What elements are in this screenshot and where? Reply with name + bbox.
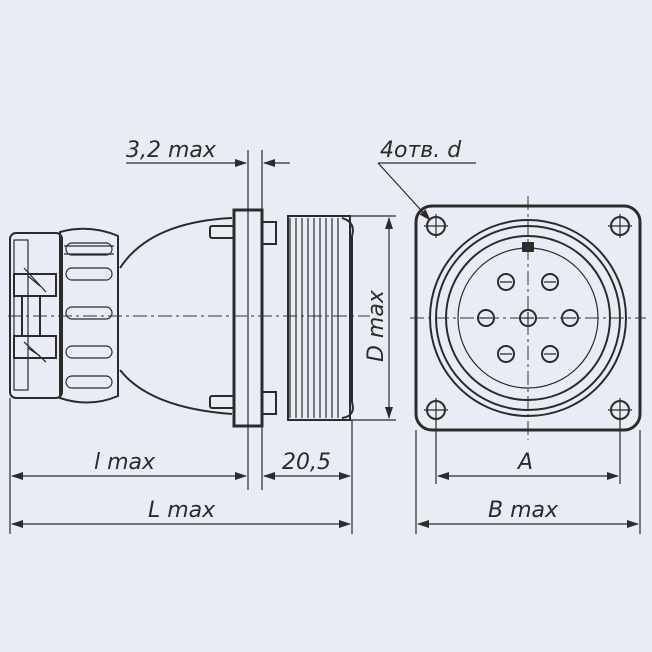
dimensions — [9, 150, 641, 534]
label-length-small: l max — [94, 450, 156, 475]
label-holes: 4отв. d — [380, 138, 462, 163]
screw-top — [209, 225, 235, 239]
threaded-body — [287, 215, 354, 421]
label-flange-width: B max — [488, 498, 559, 523]
front-view — [410, 196, 646, 440]
rear-clamp — [9, 227, 119, 404]
labels: 3,2 max 4отв. d D max l max 20,5 A L max… — [94, 138, 559, 523]
wire-top — [119, 217, 233, 269]
screw-bottom — [209, 395, 235, 409]
side-view — [8, 208, 370, 428]
label-thread-diameter: D max — [364, 289, 389, 362]
label-thread-length: 20,5 — [282, 450, 331, 475]
label-hole-spacing: A — [516, 450, 533, 475]
label-flange-thickness: 3,2 max — [126, 138, 217, 163]
label-length-total: L max — [148, 498, 216, 523]
wire-bottom — [119, 369, 233, 415]
